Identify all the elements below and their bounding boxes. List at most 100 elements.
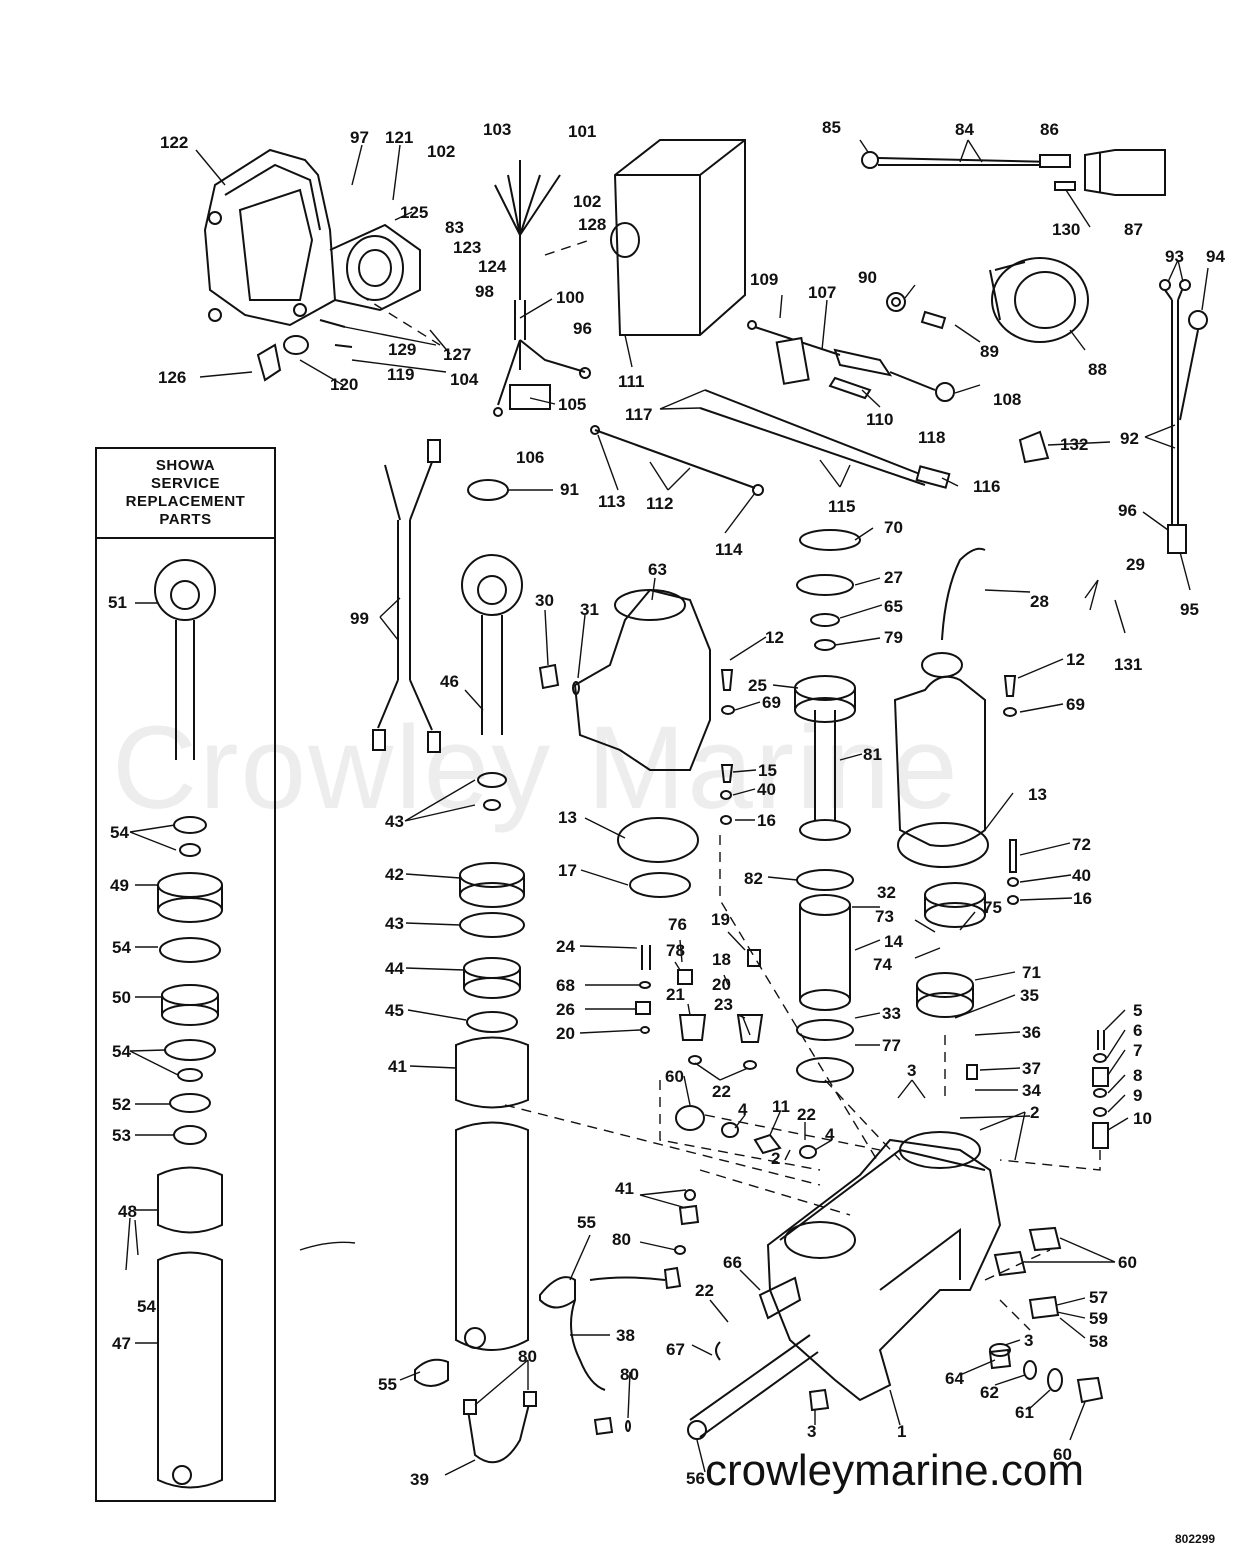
callout-labels: 122 97 121 103 101 102 102 125 128 83 12… (108, 118, 1225, 1489)
callout-68: 68 (556, 976, 575, 995)
callout-97: 97 (350, 128, 369, 147)
callout-108: 108 (993, 390, 1021, 409)
callout-23: 23 (714, 995, 733, 1014)
callout-110: 110 (866, 410, 893, 429)
callout-13a: 13 (558, 808, 577, 827)
callout-85: 85 (822, 118, 841, 137)
callout-66: 66 (723, 1253, 742, 1272)
website-watermark: crowleymarine.com (705, 1446, 1084, 1495)
callout-17: 17 (558, 861, 577, 880)
drawing-number: 802299 (1175, 1532, 1216, 1546)
fastener-parts-group (538, 663, 1019, 1436)
assembly-dashed-lines (359, 239, 1101, 1331)
callout-59: 59 (1089, 1309, 1108, 1328)
callout-114: 114 (715, 540, 743, 559)
callout-129: 129 (388, 340, 416, 359)
callout-3a: 3 (907, 1061, 916, 1080)
piston-rod-46-part (455, 554, 529, 1351)
callout-40b: 40 (1072, 866, 1091, 885)
callout-1: 1 (897, 1422, 906, 1441)
callout-63: 63 (648, 560, 667, 579)
callout-54c: 54 (112, 1042, 131, 1061)
callout-106: 106 (516, 448, 544, 467)
showa-parts-box (95, 447, 276, 1502)
callout-69b: 69 (1066, 695, 1085, 714)
callout-92: 92 (1120, 429, 1139, 448)
callout-75: 75 (983, 898, 1002, 917)
callout-98: 98 (475, 282, 494, 301)
callout-111: 111 (618, 372, 645, 391)
callout-21: 21 (666, 985, 685, 1004)
callout-22a: 22 (712, 1082, 731, 1101)
cover-part (610, 139, 746, 336)
callout-33: 33 (882, 1004, 901, 1023)
callout-60c: 60 (1053, 1445, 1072, 1464)
callout-72: 72 (1072, 835, 1091, 854)
callout-121: 121 (385, 128, 413, 147)
callout-60b: 60 (1118, 1253, 1137, 1272)
callout-132: 132 (1060, 435, 1088, 454)
callout-41a: 41 (388, 1057, 407, 1076)
callout-61: 61 (1015, 1403, 1034, 1422)
callout-101: 101 (568, 122, 596, 141)
callout-11: 11 (772, 1097, 790, 1116)
callout-30: 30 (535, 591, 554, 610)
callout-103: 103 (483, 120, 511, 139)
callout-51: 51 (108, 593, 127, 612)
callout-3b: 3 (1024, 1331, 1033, 1350)
callout-119: 119 (387, 365, 414, 384)
callout-64: 64 (945, 1369, 964, 1388)
harness-99-part (372, 439, 441, 753)
callout-94: 94 (1206, 247, 1225, 266)
callout-113: 113 (598, 492, 625, 511)
callout-93: 93 (1165, 247, 1184, 266)
callout-96a: 96 (573, 319, 592, 338)
callout-91: 91 (560, 480, 579, 499)
wiring-harness-part (493, 160, 591, 417)
callout-29: 29 (1126, 555, 1145, 574)
callout-127: 127 (443, 345, 471, 364)
callout-6: 6 (1133, 1021, 1142, 1040)
callout-31: 31 (580, 600, 599, 619)
callout-107: 107 (808, 283, 836, 302)
callout-3c: 3 (807, 1422, 816, 1441)
pump-cover-63-part (573, 529, 861, 1083)
callout-54a: 54 (110, 823, 129, 842)
callout-62: 62 (980, 1383, 999, 1402)
callout-99: 99 (350, 609, 369, 628)
callout-53: 53 (112, 1126, 131, 1145)
callout-78: 78 (666, 941, 685, 960)
callout-109: 109 (750, 270, 778, 289)
callout-52: 52 (112, 1095, 131, 1114)
callout-131: 131 (1114, 655, 1142, 674)
callout-16b: 16 (1073, 889, 1092, 908)
callout-82: 82 (744, 869, 763, 888)
callout-86: 86 (1040, 120, 1059, 139)
callout-41b: 41 (615, 1179, 634, 1198)
lead-wire-84-part (861, 149, 1166, 196)
callout-95: 95 (1180, 600, 1199, 619)
callout-48: 48 (118, 1202, 137, 1221)
callout-124: 124 (478, 257, 507, 276)
manifold-block-part (414, 1131, 1104, 1464)
callout-4a: 4 (738, 1100, 748, 1119)
callout-117: 117 (625, 405, 652, 424)
callout-10: 10 (1133, 1109, 1152, 1128)
callout-105: 105 (558, 395, 586, 414)
callout-81: 81 (863, 745, 882, 764)
callout-24: 24 (556, 937, 575, 956)
callout-4b: 4 (825, 1125, 835, 1144)
callout-22b: 22 (797, 1105, 816, 1124)
callout-102a: 102 (427, 142, 455, 161)
callout-76: 76 (668, 915, 687, 934)
callout-28: 28 (1030, 592, 1049, 611)
callout-43b: 43 (385, 914, 404, 933)
callout-14: 14 (884, 932, 903, 951)
sender-wire-part (747, 320, 955, 402)
callout-116: 116 (973, 477, 1000, 496)
callout-100: 100 (556, 288, 584, 307)
callout-8: 8 (1133, 1066, 1142, 1085)
relay-housing-part (203, 148, 421, 327)
wires-112-117-part (467, 389, 951, 501)
